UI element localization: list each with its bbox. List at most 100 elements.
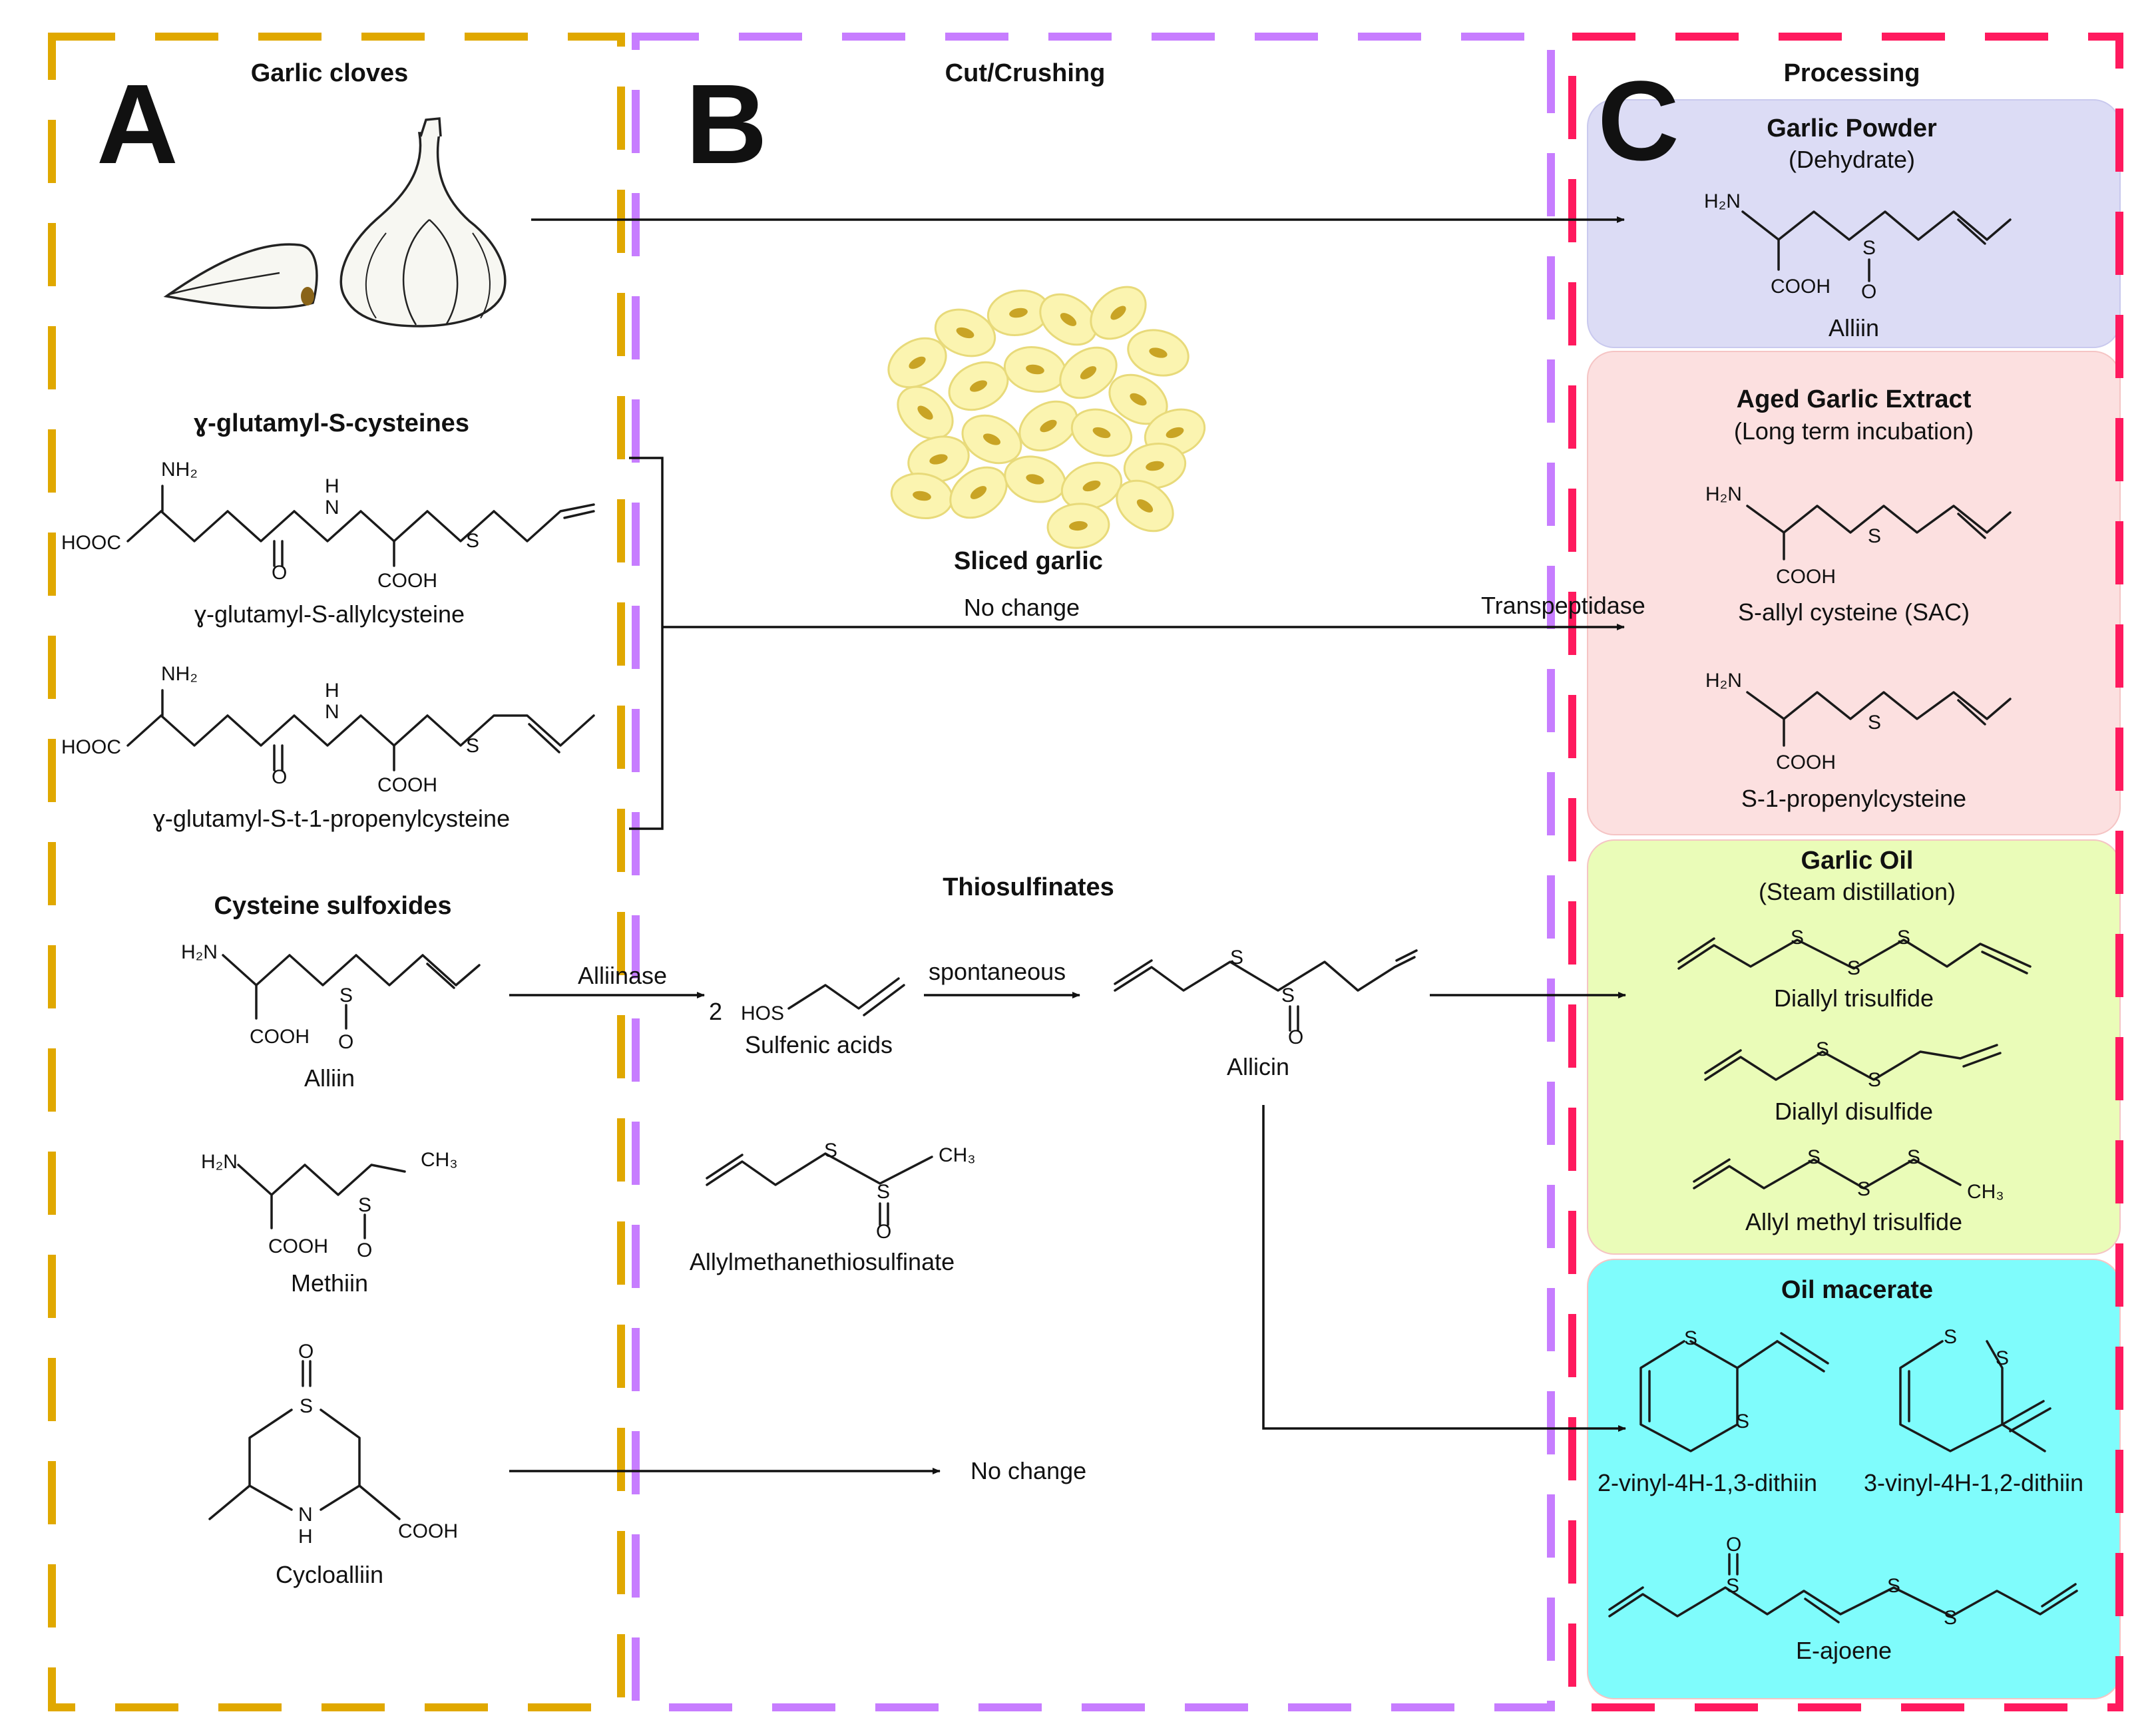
allicin-o: O [1288, 1026, 1303, 1048]
d12-s1: S [1944, 1326, 1957, 1348]
d13-s1: S [1684, 1327, 1697, 1349]
allicin-name: Allicin [1227, 1053, 1289, 1080]
methiin-o: O [357, 1239, 372, 1261]
powder-o: O [1861, 281, 1876, 303]
amtrs-s2: S [1857, 1178, 1870, 1200]
amtrs-s3: S [1907, 1146, 1920, 1168]
thiosulfinates-heading: Thiosulfinates [943, 873, 1114, 901]
gamma2-n: N [325, 701, 339, 723]
ajoene-name: E-ajoene [1796, 1637, 1892, 1664]
allylmethanethiosulfinate-name: Allylmethanethiosulfinate [690, 1248, 955, 1275]
dats-s1: S [1791, 927, 1804, 949]
cycloalliin-o: O [298, 1341, 314, 1363]
d13-name: 2-vinyl-4H-1,3-dithiin [1598, 1469, 1817, 1496]
dads-name: Diallyl disulfide [1775, 1098, 1933, 1125]
sliced-garlic-icon [887, 286, 1206, 549]
arrow-allicin-to-macerate [1262, 1105, 1626, 1432]
amts-b-ch3: CH₃ [939, 1144, 976, 1166]
panel-c-border [1568, 33, 2123, 1711]
sliced-garlic-label: Sliced garlic [954, 547, 1103, 575]
two-label: 2 [709, 998, 722, 1025]
sac-name: S-allyl cysteine (SAC) [1738, 598, 1970, 626]
gamma2-cooh: COOH [377, 774, 437, 796]
gamma-glutamyl-allylcysteine-structure: NH₂ HOOC H N O COOH S [61, 459, 595, 592]
amtrs-s1: S [1807, 1146, 1821, 1168]
gamma1-hooc: HOOC [61, 532, 121, 554]
gamma2-h: H [325, 680, 339, 702]
gamma2-name: ɣ-glutamyl-S-t-1-propenylcysteine [153, 805, 510, 832]
gamma2-hooc: HOOC [61, 736, 121, 758]
ajoene-o: O [1726, 1534, 1741, 1556]
age-title: Aged Garlic Extract [1737, 385, 1972, 413]
transpeptidase-label: Transpeptidase [1481, 592, 1645, 619]
garlic-oil-subtitle: (Steam distillation) [1759, 878, 1956, 905]
alliin-cooh: COOH [250, 1026, 310, 1048]
s1p-s: S [1868, 712, 1881, 734]
methiin-s: S [358, 1194, 371, 1216]
panel-a-title: Garlic cloves [251, 59, 409, 87]
panel-b-border [632, 33, 1555, 1711]
hos-label: HOS [741, 1002, 784, 1024]
panel-a-border [48, 33, 625, 1711]
dats-name: Diallyl trisulfide [1774, 984, 1934, 1012]
gamma2-s: S [466, 735, 479, 757]
cycloalliin-s: S [300, 1395, 313, 1417]
dads-s2: S [1868, 1069, 1881, 1091]
sulfenic-acids-name: Sulfenic acids [745, 1031, 893, 1058]
garlic-powder-title: Garlic Powder [1767, 114, 1937, 142]
gamma-glutamyl-propenylcysteine-structure: NH₂ HOOC H N O COOH S [61, 663, 595, 796]
alliin-structure: H₂N COOH S O [181, 941, 481, 1053]
no-change-label-2: No change [970, 1457, 1086, 1484]
gamma2-nh2: NH₂ [161, 663, 198, 685]
panel-b-title: Cut/Crushing [945, 59, 1106, 87]
e-ajoene-structure: O S S S [1608, 1534, 2078, 1629]
gamma-bracket [629, 457, 664, 830]
methiin-structure: H₂N CH₃ COOH S O [201, 1149, 458, 1261]
gamma1-s: S [466, 530, 479, 552]
diallyl-trisulfide-structure: S S S [1677, 927, 2032, 979]
gamma1-o: O [272, 562, 287, 584]
sac-structure: H₂N COOH S [1705, 483, 2012, 588]
allylmethanethiosulfinate-structure: S S O CH₃ [706, 1140, 976, 1243]
amtrs-ch3: CH₃ [1967, 1181, 2004, 1203]
panel-c-title: Processing [1784, 59, 1920, 87]
garlic-powder-subtitle: (Dehydrate) [1789, 146, 1915, 173]
cycloalliin-name: Cycloalliin [276, 1561, 383, 1588]
alliinase-label: Alliinase [578, 962, 667, 989]
amts-b-s2: S [877, 1181, 890, 1203]
powder-h2n: H₂N [1704, 190, 1741, 212]
dads-s1: S [1816, 1038, 1829, 1060]
age-subtitle: (Long term incubation) [1734, 417, 1974, 445]
amtrs-name: Allyl methyl trisulfide [1745, 1208, 1962, 1235]
gamma1-cooh: COOH [377, 570, 437, 592]
gamma2-o: O [272, 766, 287, 788]
gamma1-h: H [325, 475, 339, 497]
garlic-clove-icon [163, 243, 318, 310]
s1p-name: S-1-propenylcysteine [1741, 785, 1966, 812]
alliin-h2n: H₂N [181, 941, 218, 963]
d13-s2: S [1736, 1410, 1749, 1432]
amts-b-o: O [876, 1221, 891, 1243]
methiin-h2n: H₂N [201, 1151, 238, 1173]
vinyl-12-dithiin-structure: S S [1899, 1326, 2051, 1452]
garlic-oil-title: Garlic Oil [1801, 847, 1914, 875]
gamma-heading: ɣ-glutamyl-S-cysteines [194, 409, 469, 437]
aged-garlic-extract-box [1587, 351, 2121, 835]
vinyl-13-dithiin-structure: S S [1639, 1327, 1829, 1452]
ajoene-s1: S [1726, 1575, 1739, 1597]
dats-s2: S [1847, 957, 1860, 979]
s1-propenylcysteine-structure: H₂N COOH S [1705, 670, 2012, 773]
panel-a-letter: A [97, 61, 178, 188]
cycloalliin-structure: O S N H COOH [208, 1341, 458, 1548]
s1p-h2n: H₂N [1705, 670, 1742, 692]
allicin-s2: S [1281, 984, 1295, 1006]
allicin-structure: S S O [1114, 947, 1418, 1048]
ajoene-s2: S [1887, 1575, 1900, 1597]
sac-s: S [1868, 525, 1881, 547]
cycloalliin-cooh: COOH [398, 1520, 458, 1542]
alliin-o: O [338, 1031, 353, 1053]
panel-c-letter: C [1598, 58, 1679, 184]
panel-b-letter: B [686, 61, 767, 188]
allicin-s1: S [1230, 947, 1243, 969]
oil-macerate-title: Oil macerate [1781, 1276, 1933, 1304]
